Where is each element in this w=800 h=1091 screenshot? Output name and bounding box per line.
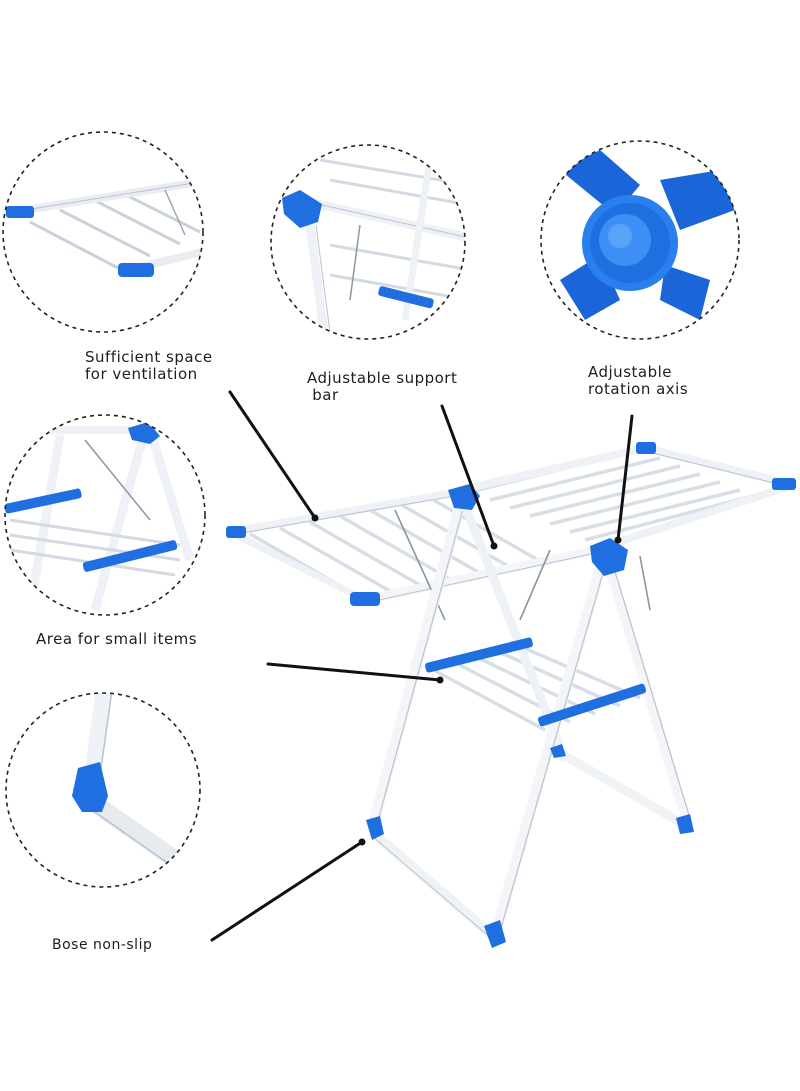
callout-rotation-axis-line1: Adjustable [588,363,672,381]
callout-leader-lines [210,390,634,942]
callout-small-items: Area for small items [36,631,197,648]
callout-ventilation: Sufficient space for ventilation [85,349,213,383]
callout-ventilation-line2: for ventilation [85,365,198,383]
detail-circle-small-shelf [4,414,206,616]
detail-circle-rotation-knob [540,140,740,340]
callout-small-items-line1: Area for small items [36,630,198,648]
callout-support-bar-line2: bar [307,386,339,404]
main-drying-rack [226,442,796,948]
detail-circle-wing-rail [2,131,204,333]
detail-circle-hinge [270,144,466,340]
detail-circle-foot-joint [5,692,201,888]
callout-rotation-axis-line2: rotation axis [588,380,689,398]
callout-non-slip-line1: Bose non-slip [52,937,153,953]
callout-support-bar: Adjustable support bar [307,370,457,404]
callout-support-bar-line1: Adjustable support [307,369,458,387]
callout-rotation-axis: Adjustable rotation axis [588,364,688,398]
callout-non-slip: Bose non-slip [52,937,152,954]
callout-ventilation-line1: Sufficient space [85,348,213,366]
